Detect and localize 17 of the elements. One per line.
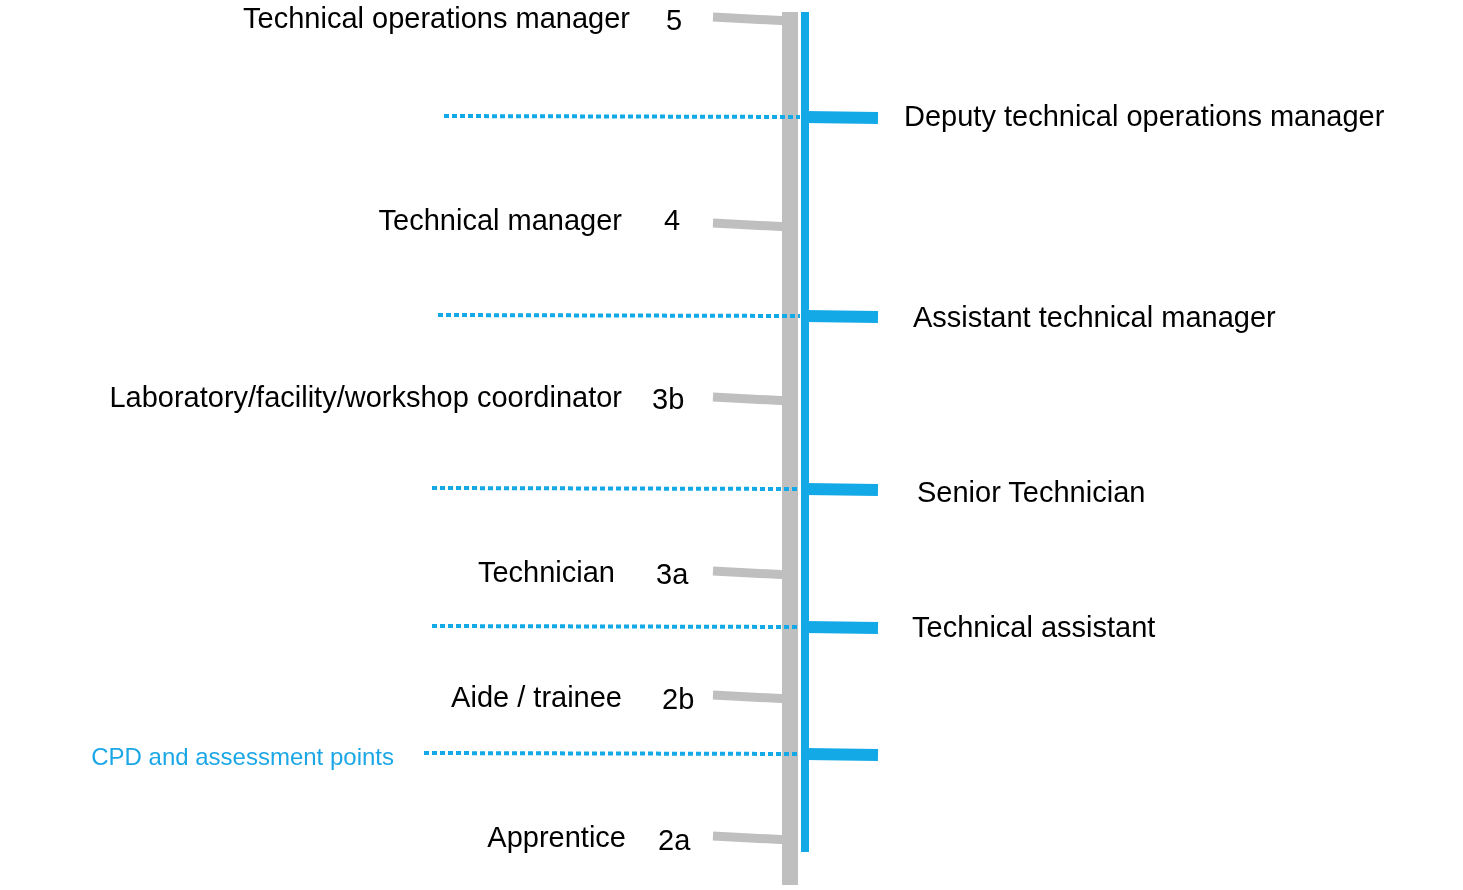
role-label: Aide / trainee: [451, 682, 622, 712]
role-label: Technical operations manager: [243, 3, 630, 33]
role-label: Assistant technical manager: [913, 302, 1276, 332]
role-label: Technical assistant: [912, 612, 1156, 642]
grade-number: 5: [666, 5, 683, 35]
grade-number: 4: [664, 205, 681, 235]
grade-number: 3a: [656, 559, 689, 589]
grade-number: 2b: [662, 684, 695, 714]
role-label: Technician: [477, 557, 615, 587]
role-label: Deputy technical operations manager: [904, 101, 1385, 131]
role-label: Senior Technician: [917, 477, 1146, 507]
role-label: Technical manager: [378, 205, 622, 235]
note-label: CPD and assessment points: [91, 745, 394, 769]
role-label: Laboratory/facility/workshop coordinator: [109, 382, 622, 412]
role-label: Apprentice: [487, 822, 626, 852]
grade-number: 2a: [658, 825, 691, 855]
grade-number: 3b: [652, 384, 685, 414]
